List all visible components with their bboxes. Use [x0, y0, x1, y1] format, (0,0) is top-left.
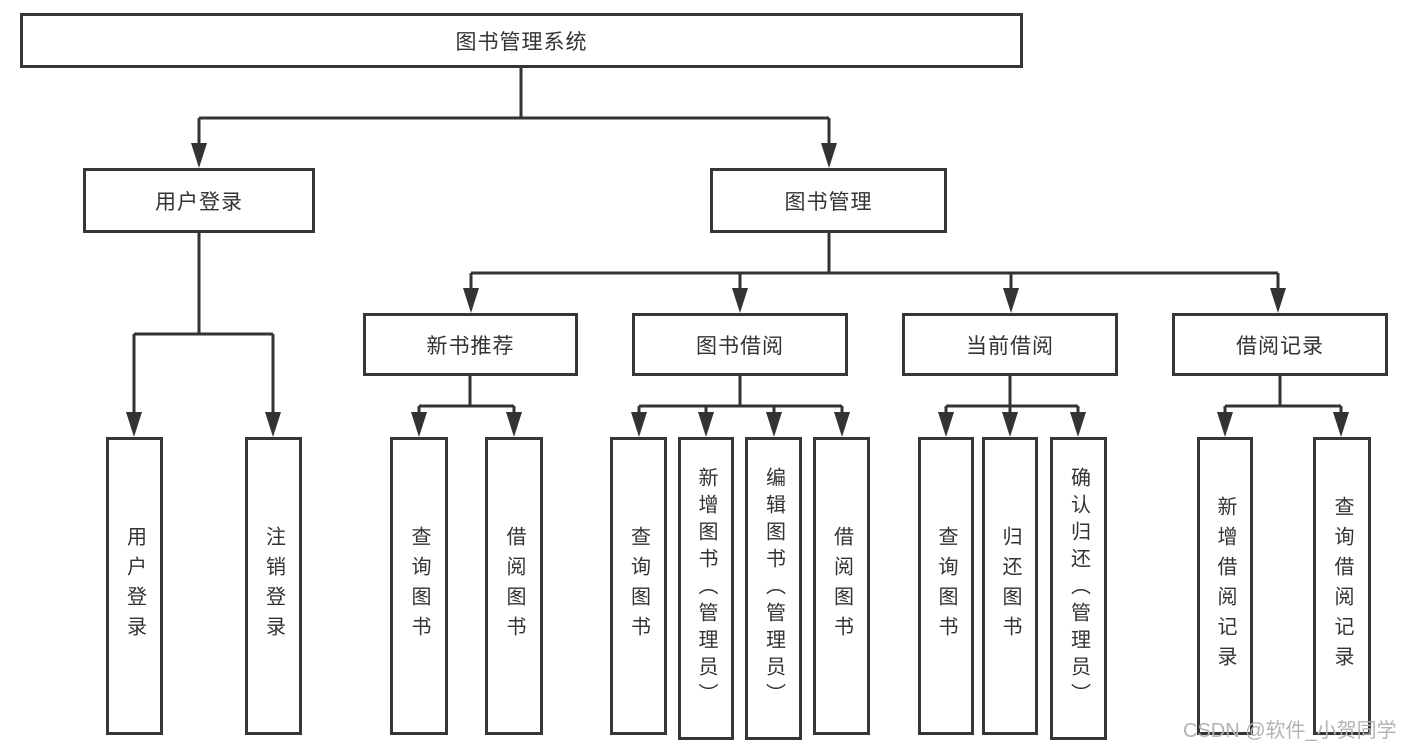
leaf-query-books: 查询图书 [918, 437, 974, 735]
leaf-confirm-return-admin: 确认归还（管理员） [1050, 437, 1107, 740]
arrow-down-icon [1003, 288, 1019, 313]
connector-records-to-leaves [1223, 376, 1343, 430]
connector-mgmt-to-level3 [469, 233, 1280, 305]
node-library-management-system: 图书管理系统 [20, 13, 1023, 68]
arrow-down-icon [1002, 412, 1018, 437]
arrow-down-icon [411, 412, 427, 437]
csdn-watermark: CSDN @软件_小贺同学 [1183, 720, 1397, 742]
leaf-label: 编辑图书（管理员） [762, 467, 785, 710]
leaf-label: 借阅图书 [503, 526, 525, 646]
connector-login-to-leaves [132, 233, 275, 430]
arrow-down-icon [191, 143, 207, 168]
leaf-logout: 注销登录 [245, 437, 302, 735]
node-label: 借阅记录 [1236, 334, 1324, 358]
leaf-return-books: 归还图书 [982, 437, 1038, 735]
arrow-down-icon [698, 412, 714, 437]
leaf-query-books: 查询图书 [610, 437, 667, 735]
arrow-down-icon [732, 288, 748, 313]
connector-newbook-to-leaves [417, 376, 516, 430]
arrow-down-icon [1270, 288, 1286, 313]
node-borrowing-records: 借阅记录 [1172, 313, 1388, 376]
connector-borrow-to-leaves [637, 376, 844, 430]
connector-current-to-leaves [944, 376, 1080, 430]
arrow-down-icon [766, 412, 782, 437]
leaf-add-books-admin: 新增图书（管理员） [678, 437, 734, 740]
leaf-label: 查询图书 [408, 526, 430, 646]
leaf-edit-books-admin: 编辑图书（管理员） [745, 437, 802, 740]
arrow-down-icon [506, 412, 522, 437]
arrow-down-icon [1333, 412, 1349, 437]
leaf-user-login: 用户登录 [106, 437, 163, 735]
leaf-label: 确认归还（管理员） [1067, 467, 1090, 710]
leaf-borrow-books: 借阅图书 [485, 437, 543, 735]
arrow-down-icon [834, 412, 850, 437]
node-label: 新书推荐 [426, 334, 515, 358]
node-label: 图书借阅 [696, 334, 784, 358]
node-label: 图书管理系统 [455, 30, 588, 54]
leaf-label: 注销登录 [262, 526, 285, 646]
arrow-down-icon [126, 412, 142, 437]
node-current-borrowing: 当前借阅 [902, 313, 1118, 376]
arrow-down-icon [1070, 412, 1086, 437]
leaf-borrow-books: 借阅图书 [813, 437, 870, 735]
connector-root-to-level2 [197, 68, 831, 160]
node-book-management: 图书管理 [710, 168, 947, 233]
node-label: 用户登录 [155, 190, 243, 214]
leaf-label: 新增图书（管理员） [695, 467, 717, 710]
leaf-query-borrow-record: 查询借阅记录 [1313, 437, 1371, 735]
node-book-borrowing: 图书借阅 [632, 313, 848, 376]
leaf-query-books: 查询图书 [390, 437, 448, 735]
leaf-label: 新增借阅记录 [1214, 496, 1236, 676]
arrow-down-icon [631, 412, 647, 437]
arrow-down-icon [463, 288, 479, 313]
arrow-down-icon [821, 143, 837, 168]
leaf-label: 归还图书 [999, 526, 1021, 646]
node-label: 当前借阅 [966, 334, 1054, 358]
arrow-down-icon [1217, 412, 1233, 437]
leaf-label: 查询图书 [935, 526, 957, 646]
leaf-label: 借阅图书 [830, 526, 853, 646]
leaf-label: 查询图书 [627, 526, 650, 646]
node-label: 图书管理 [784, 190, 873, 214]
arrow-down-icon [265, 412, 281, 437]
node-user-login: 用户登录 [83, 168, 315, 233]
leaf-label: 用户登录 [123, 526, 146, 646]
leaf-add-borrow-record: 新增借阅记录 [1197, 437, 1253, 735]
node-new-book-recommendation: 新书推荐 [363, 313, 578, 376]
leaf-label: 查询借阅记录 [1331, 496, 1353, 676]
arrow-down-icon [938, 412, 954, 437]
